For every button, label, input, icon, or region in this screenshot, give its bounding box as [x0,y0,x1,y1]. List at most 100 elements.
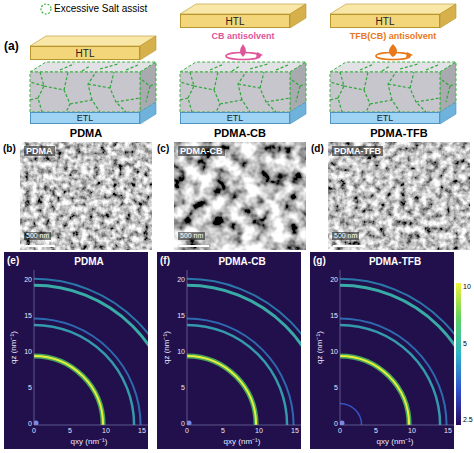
giwaxs-background [4,252,148,449]
grain-boundary [60,64,138,71]
sem-image [174,142,306,250]
diffraction-ring [340,356,409,425]
layer-side [440,102,456,124]
sem-image [20,142,152,250]
antisolvent-drop [389,44,397,57]
perovskite-top [180,62,306,72]
diffraction-ring [340,285,454,425]
layer-top [330,4,456,14]
tick-label: 15 [330,312,338,320]
grain-boundary [410,72,414,88]
legend-text: Excessive Salt assist [54,3,147,15]
tick-label: 15 [138,427,146,435]
grain-boundary [30,82,44,86]
scale-label: 500 nm [24,232,51,240]
tick-label: 0 [181,420,185,428]
image-title: PDMA-TFB [332,146,383,156]
perovskite-front [30,72,140,112]
tick-label: 5 [181,384,185,392]
scale-label: 500 nm [332,232,359,240]
grain-boundary [388,72,396,100]
tick-label: 0 [334,420,338,428]
tick-label: 5 [28,384,32,392]
giwaxs-rings [187,279,301,425]
diffraction-ring [34,356,103,425]
grain-boundary [338,72,344,112]
diffraction-ring [340,356,409,425]
diffraction-ring [34,356,103,425]
antisolvent-label: TFB(CB) antisolvent [350,31,437,41]
layer-label: HTL [226,15,245,28]
spin-orbit [376,53,410,60]
colorbar-tick: 10 [463,283,471,291]
grain-boundary [416,98,440,102]
grain-boundary [238,84,276,112]
axis-label: qz (nm⁻¹) [314,332,323,365]
scale-bar [179,245,209,247]
panel-letter: (c) [157,143,169,155]
diffraction-ring [34,318,141,425]
diffraction-ring [187,356,256,425]
tick-label: 5 [374,427,378,435]
grain-boundary [238,72,246,100]
giwaxs-rings [34,279,148,425]
spin-orbit [226,53,260,60]
etl-layer: ETL [330,112,440,124]
tick-label: 5 [221,427,225,435]
giwaxs-rings [340,279,454,425]
tick-label: 10 [177,348,185,356]
grain-boundary [116,98,140,102]
grain-boundary [442,80,455,102]
tick-label: 15 [291,427,299,435]
giwaxs-background [310,252,454,449]
panel-letter: (e) [7,255,19,267]
layer-label: ETL [227,113,244,124]
colorbar-tick: 5 [463,340,467,348]
scale-label: 500 nm [178,232,205,240]
grain-boundary [88,72,96,100]
diffraction-ring [340,403,362,425]
grain-boundary [370,100,400,112]
grain-boundary [330,82,344,86]
image-title: PDMA-CB [178,146,225,156]
htl-layer: HTL [180,14,290,28]
tick-label: 5 [68,427,72,435]
tick-label: 15 [177,312,185,320]
grain-boundary [180,98,188,100]
grain-boundary [142,80,155,102]
panel-letter: (g) [313,255,326,267]
axis-label: qxy (nm⁻¹) [224,437,261,446]
x-axis [187,425,301,426]
grain-boundary [220,100,250,112]
grain-boundary [388,84,426,112]
axis-label: qxy (nm⁻¹) [377,437,414,446]
layer-top [180,4,306,14]
tick-label: 0 [185,427,189,435]
grain-boundary [44,86,70,112]
diffraction-ring [340,279,454,425]
legend-sample [41,4,51,14]
grain-boundary [330,98,338,100]
layer-side [140,36,156,60]
tick-label: 20 [330,276,338,284]
axis-label: qxy (nm⁻¹) [71,437,108,446]
grain-boundary [110,72,114,88]
etl-layer: ETL [30,112,140,124]
image-title: PDMA [24,146,55,156]
y-axis [34,270,35,425]
panel-letter: (a) [4,40,19,54]
diffraction-ring [340,318,447,425]
beam-spot [187,421,192,426]
panel-letter: (d) [311,143,324,155]
grain-boundary [260,72,264,88]
perovskite-front [180,72,290,112]
tick-label: 0 [28,420,32,428]
y-axis [187,270,188,425]
tick-label: 10 [102,427,110,435]
antisolvent-label: CB antisolvent [211,31,274,41]
image-title: PDMA-TFB [369,256,421,268]
layer-label: ETL [377,113,394,124]
scale-bar [333,245,363,247]
spin-arrowhead [256,52,263,58]
